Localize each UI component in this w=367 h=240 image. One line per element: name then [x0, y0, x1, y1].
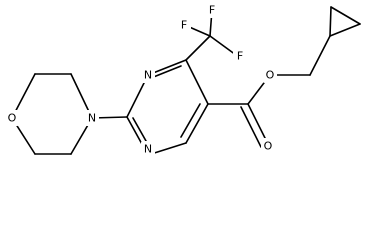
atom-n-ring-top-label: N	[144, 69, 152, 82]
atom-o-morpholine-label: O	[8, 112, 17, 125]
atom-o-morpholine: O	[5, 110, 19, 126]
bond-cyclopropyl-right-left	[329, 23, 361, 37]
atom-o-morpholine-background	[5, 110, 19, 126]
atom-label-layer: F F F N N N	[5, 2, 277, 156]
atom-o-ester-single: O	[263, 67, 277, 83]
atom-n-ring-top-background	[141, 67, 155, 83]
atom-o-ester-carbonyl: O	[261, 138, 275, 154]
bond-ch2-cyclopropyl	[309, 35, 331, 76]
bond-c4-n3-double	[150, 65, 182, 79]
atom-o-ester-single-label: O	[266, 69, 275, 82]
atom-n-ring-bottom-background	[141, 141, 155, 156]
bond-ring-cf3	[185, 35, 211, 61]
bond-c5-c4	[185, 59, 209, 105]
bond-cf3-f-right	[209, 35, 237, 56]
bond-carbonyl-c-o-double-second	[240, 106, 262, 148]
atom-f-right-background	[233, 48, 247, 64]
atom-n-morpholine: N	[85, 110, 99, 126]
structure-canvas: F F F N N N	[5, 2, 361, 156]
atom-f-left-background	[177, 17, 191, 33]
atom-f-right: F	[233, 48, 247, 64]
atom-f-left-label: F	[181, 19, 187, 32]
atom-f-top: F	[205, 2, 219, 18]
atom-f-left: F	[177, 17, 191, 33]
atom-o-ester-single-background	[263, 67, 277, 83]
atom-f-right-label: F	[237, 50, 243, 63]
bond-c6-c5-double	[180, 103, 201, 138]
bond-c6-c5	[185, 103, 209, 144]
bond-carbonyl-c-o-double	[247, 103, 269, 145]
atom-f-top-label: F	[209, 4, 215, 17]
bond-cyclopropyl-top-right	[330, 6, 361, 25]
atom-n-ring-bottom-label: N	[144, 143, 152, 156]
atom-n-morpholine-background	[85, 110, 99, 126]
atom-n-ring-top: N	[141, 67, 155, 83]
atom-n-morpholine-label: N	[88, 112, 96, 125]
atom-o-ester-carbonyl-background	[261, 138, 275, 154]
atom-n-ring-bottom: N	[141, 141, 155, 156]
bond-cyclopropyl-left-top	[329, 6, 332, 37]
atom-f-top-background	[205, 2, 219, 18]
atom-o-ester-carbonyl-label: O	[264, 140, 273, 153]
molecule-diagram: F F F N N N	[5, 2, 361, 156]
